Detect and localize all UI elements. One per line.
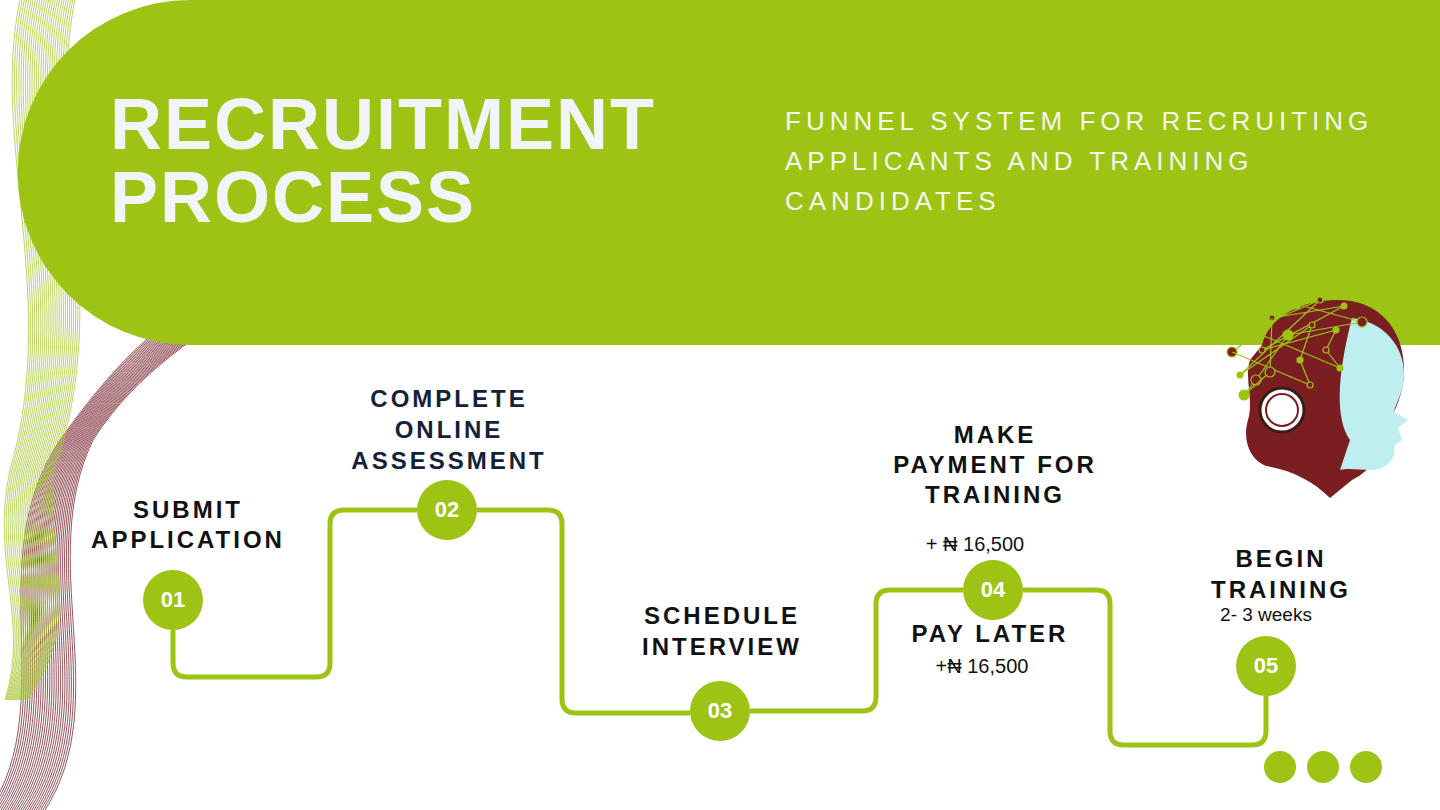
step-heading: SCHEDULE INTERVIEW: [627, 600, 817, 662]
network-dot: [1317, 297, 1323, 303]
wave-line: [45, 300, 255, 810]
network-line: [1250, 330, 1340, 368]
network-dot: [1357, 317, 1367, 327]
network-dot: [1251, 375, 1261, 385]
wave-line: [43, 300, 253, 810]
title: RECRUITMENT PROCESS: [110, 88, 710, 234]
network-dot: [1291, 299, 1301, 309]
network-line: [1270, 318, 1272, 372]
step-number: 02: [417, 480, 477, 540]
network-dot: [1297, 357, 1303, 363]
network-dot: [1337, 365, 1343, 371]
subtitle: FUNNEL SYSTEM FOR RECRUITING APPLICANTS …: [785, 101, 1405, 221]
wave-line: [8, 300, 218, 810]
network-dot: [1237, 372, 1243, 378]
robot-face: [1340, 318, 1408, 470]
step-circle: 05BEGIN TRAINING2- 3 weeks: [1236, 636, 1296, 696]
step-circle: 01SUBMIT APPLICATION: [143, 570, 203, 630]
robot-head-illustration: [1227, 297, 1408, 498]
wave-line: [34, 300, 244, 810]
step-heading: SUBMIT APPLICATION: [73, 495, 303, 555]
network-line: [1300, 325, 1312, 360]
network-dot: [1307, 382, 1313, 388]
more-dots: [1264, 751, 1382, 783]
network-line: [1262, 306, 1344, 350]
network-dots: [1227, 297, 1367, 400]
step-heading: BEGIN TRAINING: [1191, 543, 1371, 605]
step-circle: 03SCHEDULE INTERVIEW: [690, 681, 750, 741]
network-dot: [1333, 327, 1339, 333]
network-dot: [1265, 367, 1275, 377]
network-dot: [1323, 347, 1329, 353]
network-dot: [1283, 330, 1293, 340]
step-note: + ₦ 16,500: [900, 532, 1050, 556]
title-banner: [18, 0, 1440, 345]
network-dot: [1341, 303, 1347, 309]
step-note: PAY LATER: [890, 620, 1090, 648]
step-number: 03: [690, 681, 750, 741]
network-dot: [1239, 390, 1249, 400]
network-line: [1240, 300, 1320, 375]
step-note: 2- 3 weeks: [1196, 604, 1336, 626]
step-circle: 04MAKE PAYMENT FOR TRAINING+ ₦ 16,500PAY…: [963, 560, 1023, 620]
step-note: +₦ 16,500: [907, 654, 1057, 678]
wave-line: [3, 300, 213, 810]
wave-line: [1, 300, 211, 810]
robot-ear-ring: [1266, 394, 1298, 426]
wave-line: [32, 300, 242, 810]
step-number: 04: [963, 560, 1023, 620]
network-dot: [1259, 347, 1265, 353]
robot-ear: [1260, 388, 1304, 432]
step-heading: COMPLETE ONLINE ASSESSMENT: [334, 383, 564, 476]
network-dot: [1309, 322, 1315, 328]
wave-line: [0, 300, 209, 810]
step-heading: MAKE PAYMENT FOR TRAINING: [885, 420, 1105, 510]
network-line: [1250, 300, 1320, 330]
step-number: 01: [143, 570, 203, 630]
network-line: [1240, 325, 1312, 375]
wave-line: [5, 300, 215, 810]
step-number: 05: [1236, 636, 1296, 696]
step-circle: 02COMPLETE ONLINE ASSESSMENT: [417, 480, 477, 540]
